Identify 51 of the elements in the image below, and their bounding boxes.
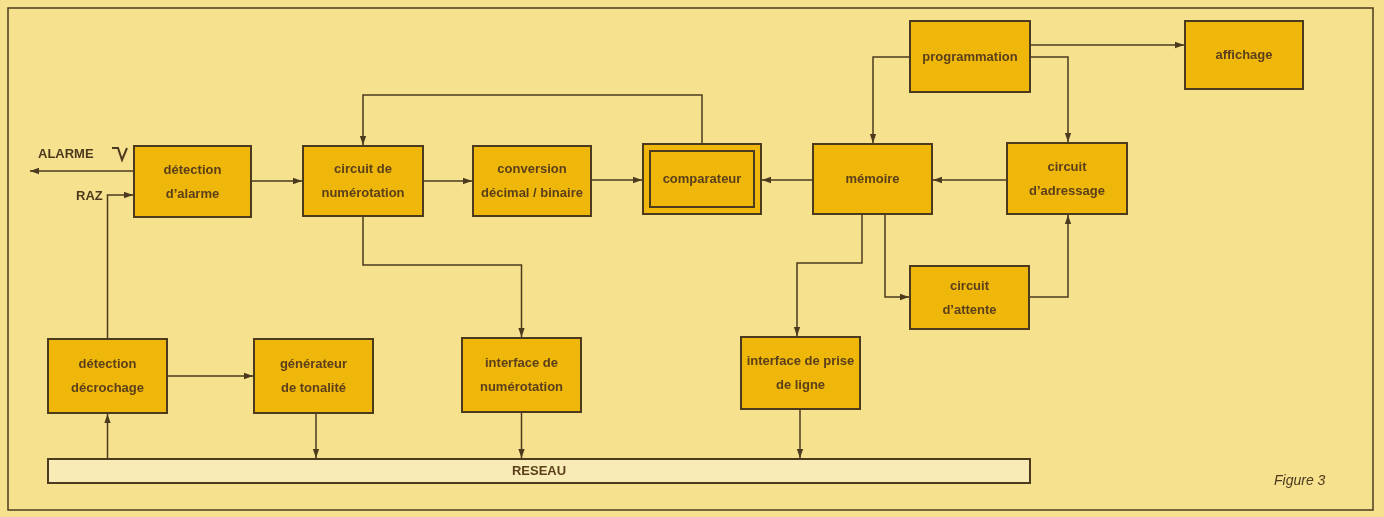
signal-label: ALARME (38, 146, 94, 161)
arrow (423, 177, 473, 185)
arrow (1030, 41, 1185, 49)
process-box (1006, 142, 1128, 215)
arrow (932, 176, 1007, 184)
process-box (133, 145, 252, 218)
box-label: circuit d’attente (941, 276, 998, 319)
arrow (362, 216, 525, 338)
arrow (106, 191, 134, 339)
process-box (1184, 20, 1304, 90)
arrow (104, 413, 111, 459)
arrow (1029, 214, 1072, 298)
arrow (761, 176, 813, 184)
process-box (642, 143, 762, 215)
process-box (253, 338, 374, 414)
box-label: circuit d’adressage (1028, 157, 1106, 200)
box-label: mémoire (845, 170, 900, 188)
box-label: conversion décimal / binaire (480, 160, 584, 202)
process-box (909, 20, 1031, 93)
process-box (461, 337, 582, 413)
arrow (884, 214, 910, 301)
signal-label: RAZ (76, 188, 103, 203)
figure-caption: Figure 3 (1274, 472, 1326, 488)
box-label: interface de numérotation (478, 354, 565, 396)
process-box (909, 265, 1030, 330)
box-label: RESEAU (511, 463, 567, 479)
arrow (869, 56, 910, 144)
arrow (518, 412, 525, 459)
box-label: affichage (1215, 46, 1273, 64)
process-box (472, 145, 592, 217)
arrow (793, 214, 863, 337)
box-label: comparateur (662, 170, 742, 188)
box-label: interface de prise de ligne (745, 352, 856, 394)
arrow (312, 413, 320, 459)
arrow (1030, 56, 1072, 143)
arrow (796, 409, 804, 459)
process-box (302, 145, 424, 217)
process-box (740, 336, 861, 410)
box-label: circuit de numérotation (320, 160, 406, 202)
process-box (47, 338, 168, 414)
arrow (167, 372, 254, 380)
box-label: programmation (922, 47, 1018, 66)
arrow (251, 177, 303, 185)
arrow (591, 176, 643, 184)
box-label: détection décrochage (70, 355, 145, 397)
box-label: détection d’alarme (162, 160, 223, 203)
bus-bar (47, 458, 1031, 484)
box-label: générateur de tonalité (278, 355, 349, 397)
process-box (812, 143, 933, 215)
arrow (359, 94, 703, 146)
arrow (29, 167, 134, 175)
